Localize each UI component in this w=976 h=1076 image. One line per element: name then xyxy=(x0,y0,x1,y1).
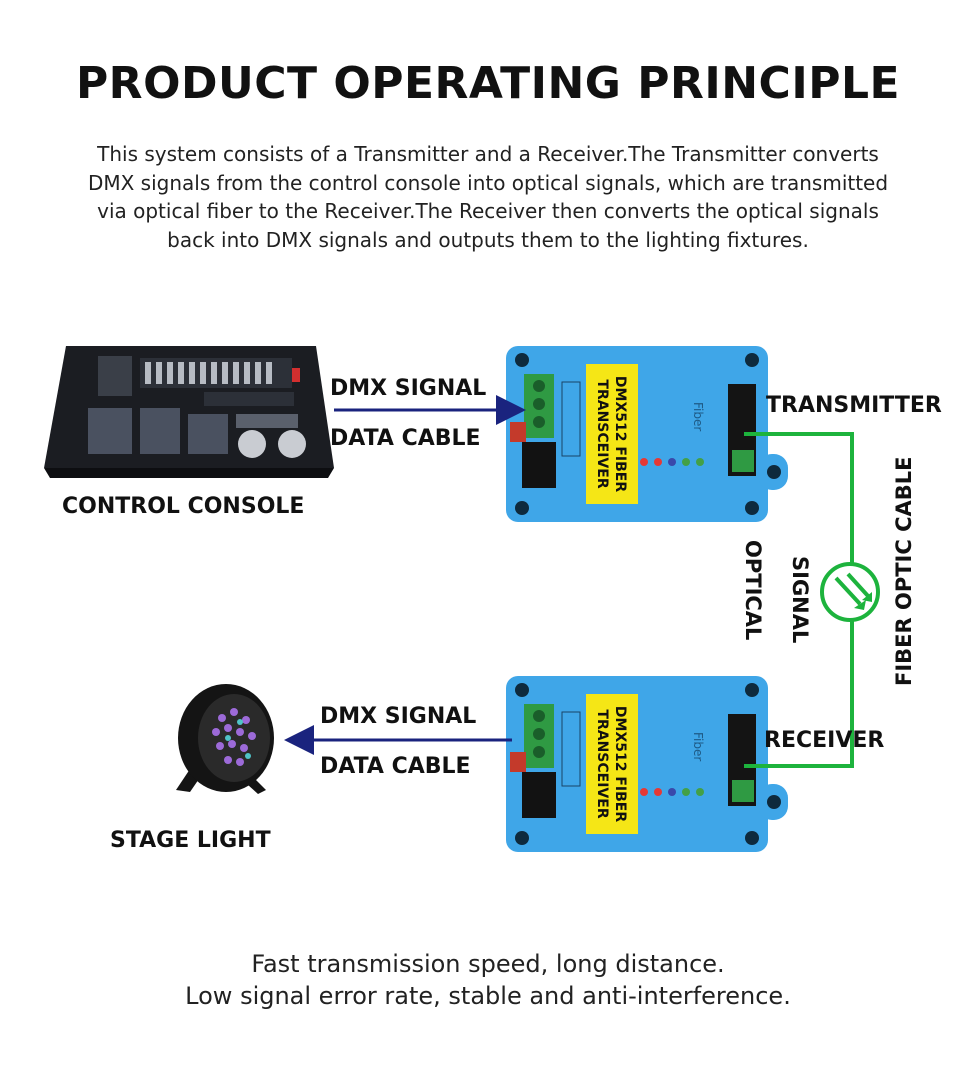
fiber-optic-cable-label: FIBER OPTIC CABLE xyxy=(892,456,916,687)
device-label-line1: DMX512 FIBER xyxy=(612,376,628,492)
optical-label: OPTICAL xyxy=(741,540,765,641)
data-cable-label: DATA CABLE xyxy=(330,426,481,451)
footer-text: Fast transmission speed, long distance. … xyxy=(0,948,976,1012)
receiver-label: RECEIVER xyxy=(764,728,885,753)
dmx-signal-label: DMX SIGNAL xyxy=(330,376,487,401)
stage-light-label: STAGE LIGHT xyxy=(110,828,271,853)
control-console-image xyxy=(44,346,334,478)
device-fiber-text: Fiber xyxy=(691,732,705,761)
transmitter-label: TRANSMITTER xyxy=(766,393,942,418)
dmx-signal-label: DMX SIGNAL xyxy=(320,704,477,729)
signal-label: SIGNAL xyxy=(788,556,812,644)
receiver-device-image: DMX512 FIBER TRANSCEIVER Fiber xyxy=(505,675,789,853)
intro-line: via optical fiber to the Receiver.The Re… xyxy=(97,199,879,223)
transmitter-device-image: DMX512 FIBER TRANSCEIVER Fiber xyxy=(505,345,789,523)
device-label-line1: DMX512 FIBER xyxy=(612,706,628,822)
device-label-line2: TRANSCEIVER xyxy=(594,379,610,488)
device-fiber-text: Fiber xyxy=(691,402,705,431)
intro-line: This system consists of a Transmitter an… xyxy=(97,142,879,166)
footer-line: Low signal error rate, stable and anti-i… xyxy=(185,982,791,1010)
intro-line: back into DMX signals and outputs them t… xyxy=(167,227,809,252)
page-title: PRODUCT OPERATING PRINCIPLE xyxy=(75,58,901,109)
data-cable-label: DATA CABLE xyxy=(320,754,471,779)
control-console-label: CONTROL CONSOLE xyxy=(62,494,305,519)
device-label-line2: TRANSCEIVER xyxy=(594,709,610,818)
optical-signal-icon xyxy=(820,562,880,622)
stage-light-image xyxy=(176,684,274,794)
intro-line: DMX signals from the control console int… xyxy=(87,170,889,195)
intro-paragraph: This system consists of a Transmitter an… xyxy=(60,140,916,254)
footer-line: Fast transmission speed, long distance. xyxy=(251,950,725,978)
